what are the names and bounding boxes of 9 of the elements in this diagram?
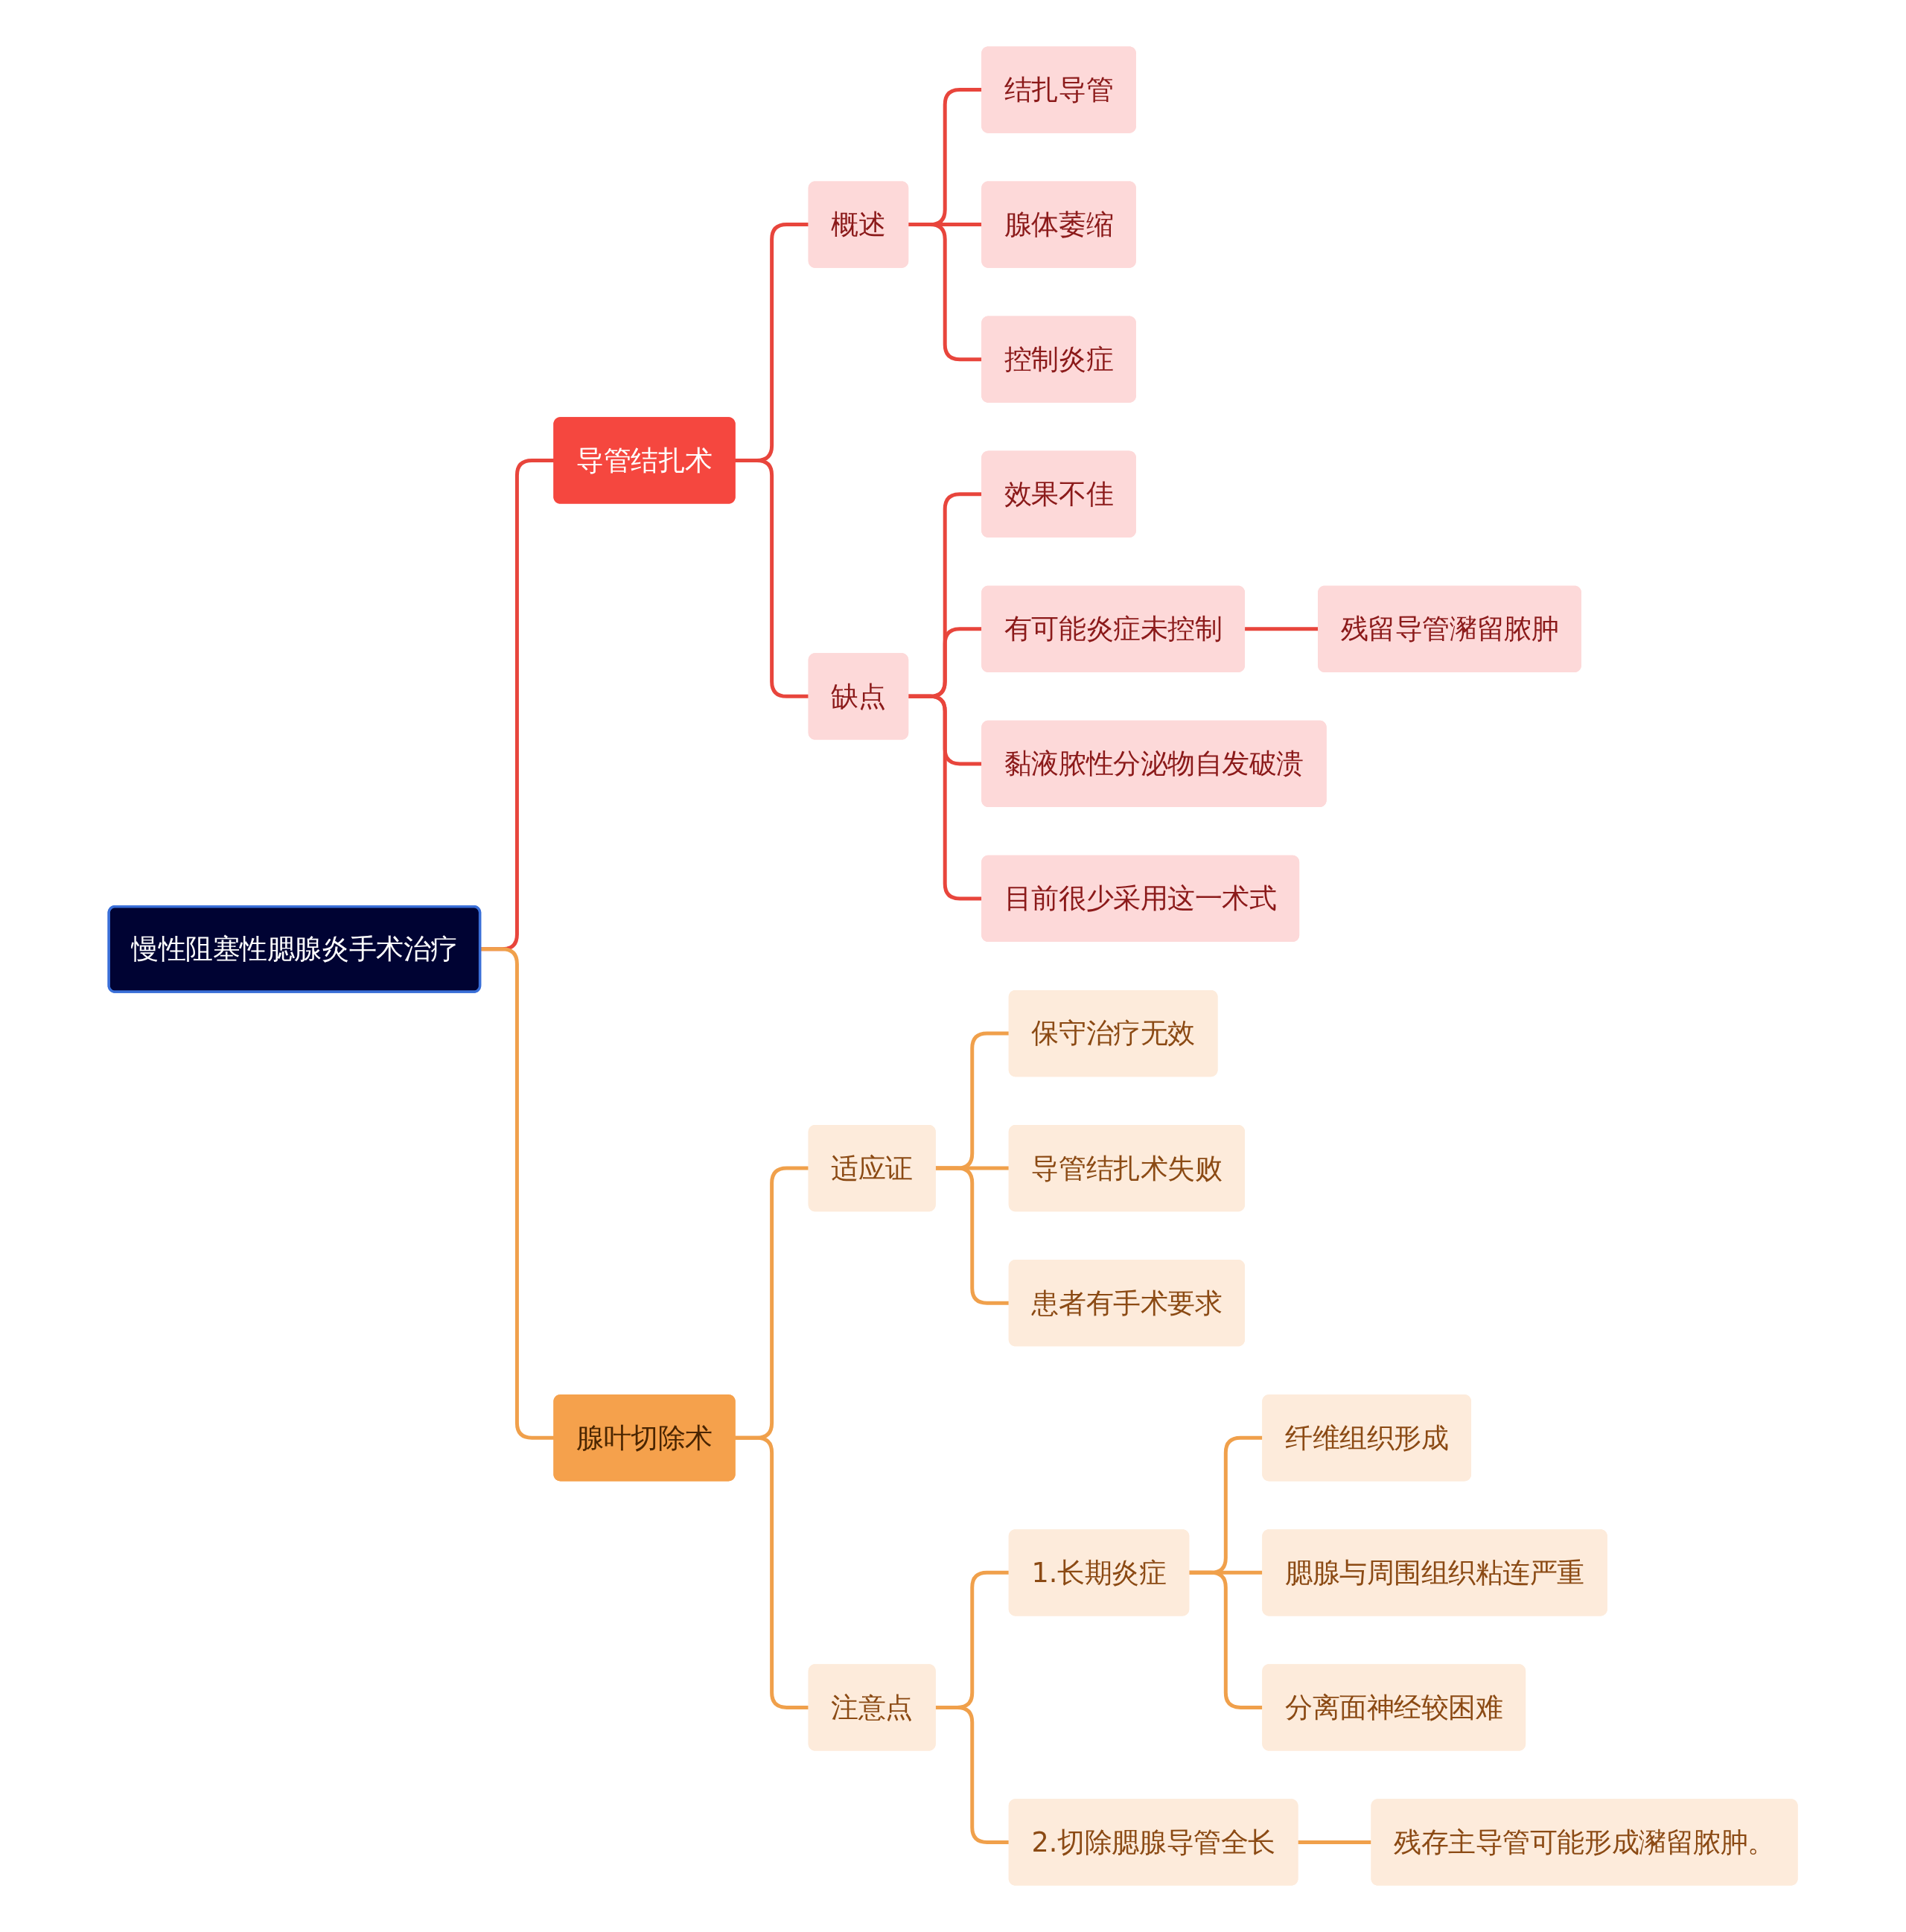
- connector: [1244, 627, 1319, 631]
- connector: [908, 694, 983, 901]
- connector: [734, 1435, 809, 1709]
- connector: [1188, 1570, 1263, 1709]
- connector: [734, 459, 809, 698]
- connector: [1297, 1840, 1372, 1844]
- connector: [934, 1166, 1010, 1305]
- connector: [908, 223, 983, 362]
- connector: [934, 1705, 1010, 1844]
